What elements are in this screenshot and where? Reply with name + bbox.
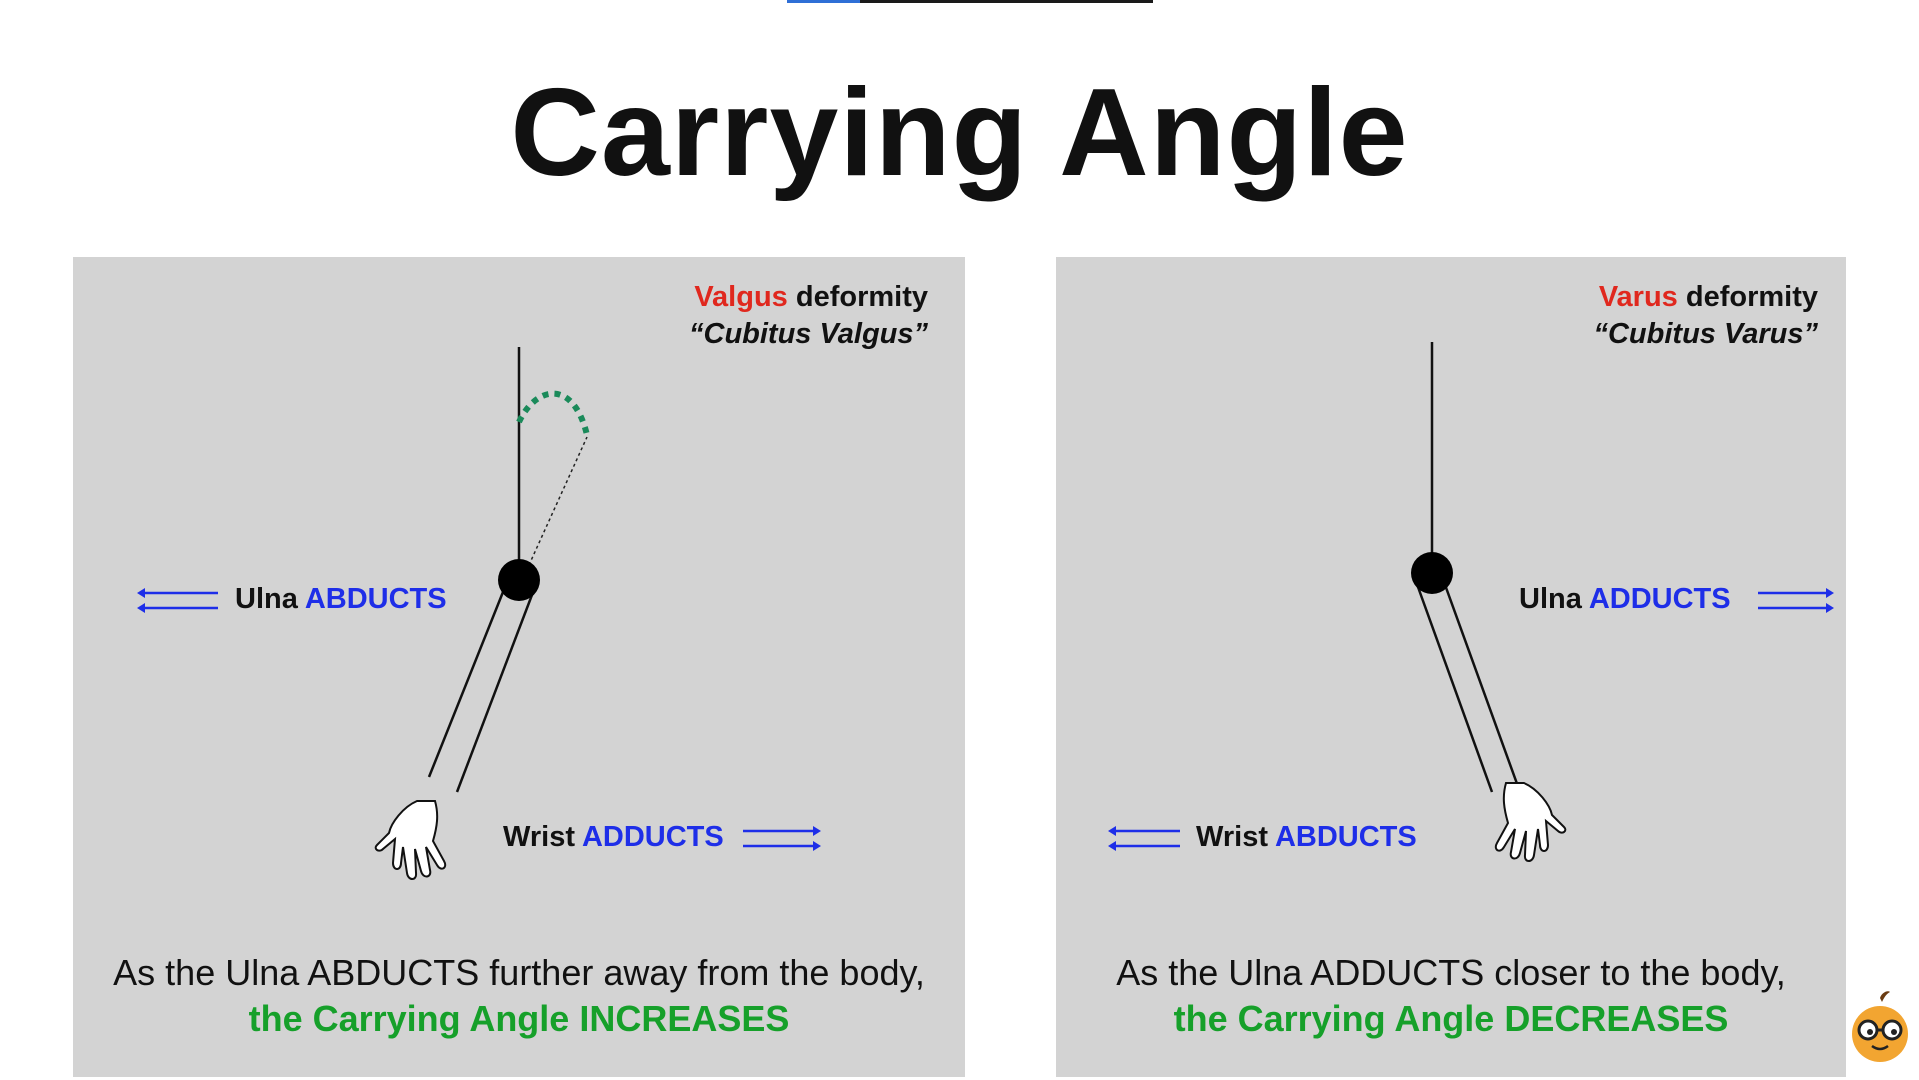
varus-caption: As the Ulna ADDUCTS closer to the body, … [1056,950,1846,1042]
video-progress-fill [787,0,860,3]
ulna-label-text: Ulna [1519,583,1589,615]
valgus-caption: As the Ulna ABDUCTS further away from th… [73,950,965,1042]
wrist-action: ABDUCTS [1274,821,1417,853]
forearm-line-2 [1442,581,1522,793]
deformity-word: Varus [1598,281,1678,313]
ulna-label: Ulna ADDUCTS [1519,583,1731,616]
hand-icon [1494,782,1567,862]
ulna-label-text: Ulna [235,583,305,615]
forearm-line-1 [427,581,509,778]
caption-line-1: As the Ulna ABDUCTS further away from th… [113,952,925,993]
deformity-suffix: deformity [787,281,928,313]
deformity-suffix: deformity [1677,281,1818,313]
caption-line-2: the Carrying Angle INCREASES [248,998,790,1039]
varus-panel: Varus deformity “Cubitus Varus” Ulna ADD… [1056,257,1846,1077]
varus-heading: Varus deformity “Cubitus Varus” [1593,279,1818,353]
deformity-name: “Cubitus Varus” [1593,318,1818,350]
page-title: Carrying Angle [510,64,1409,202]
deformity-word: Valgus [694,281,788,313]
deformity-name: “Cubitus Valgus” [689,318,928,350]
apple-mascot-icon [1852,991,1908,1062]
wrist-right-arrows [743,826,821,851]
caption-line-1: As the Ulna ADDUCTS closer to the body, [1116,952,1786,993]
valgus-panel: Valgus deformity “Cubitus Valgus” Ulna A… [73,257,965,1077]
varus-diagram [1108,342,1834,862]
forearm-extension-line [528,436,588,566]
wrist-action: ADDUCTS [581,821,724,853]
ulna-action: ABDUCTS [304,583,447,615]
carrying-angle-arc [516,390,590,436]
caption-line-2: the Carrying Angle DECREASES [1173,998,1729,1039]
valgus-diagram [137,347,821,880]
video-progress-track[interactable] [787,0,1153,3]
wrist-label: Wrist ADDUCTS [503,821,724,854]
forearm-line-1 [1416,586,1494,793]
hand-icon [374,800,447,880]
wrist-label-text: Wrist [1196,821,1275,853]
ulna-action: ADDUCTS [1588,583,1731,615]
ulna-left-arrows [137,588,218,613]
wrist-left-arrows [1108,826,1180,851]
ulna-right-arrows [1758,588,1834,613]
forearm-line-2 [455,586,537,793]
valgus-heading: Valgus deformity “Cubitus Valgus” [689,279,928,353]
wrist-label-text: Wrist [503,821,582,853]
elbow-joint [498,559,540,601]
elbow-joint [1411,552,1453,594]
ulna-label: Ulna ABDUCTS [235,583,447,616]
wrist-label: Wrist ABDUCTS [1196,821,1417,854]
